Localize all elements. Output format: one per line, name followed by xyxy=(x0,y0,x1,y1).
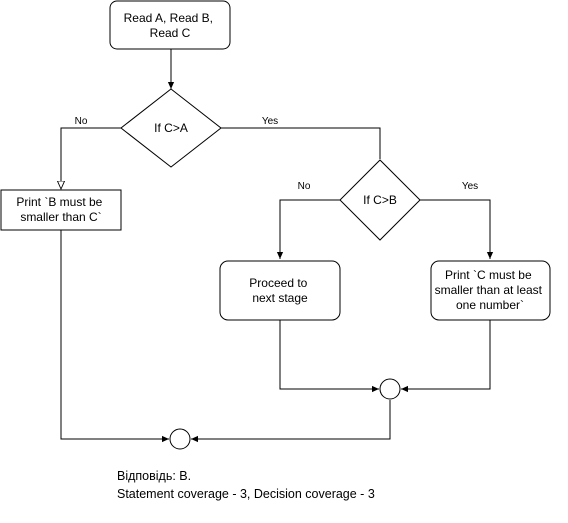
start-label-line-1: Read A, Read B, xyxy=(124,11,213,25)
proceed-label-line-1: Proceed to xyxy=(249,276,307,290)
print-b-box xyxy=(0,189,122,231)
proceed-label-line-2: next stage xyxy=(252,291,308,305)
print-b-label-line-2: smaller than C` xyxy=(20,210,101,224)
decision2-label: If C>B xyxy=(363,193,397,207)
edge-decision1-no xyxy=(61,127,121,189)
edge-decision2-yes xyxy=(420,199,494,259)
decision2-diamond xyxy=(339,159,421,241)
edge-decision2-no xyxy=(276,199,340,259)
edge-decision1-yes xyxy=(221,127,381,159)
print-c-label-line-2: smaller than at least xyxy=(435,283,543,297)
decision1-no-label: No xyxy=(75,116,88,127)
edge-printb-to-final xyxy=(60,230,169,443)
proceed-box xyxy=(219,260,341,321)
start-label: Read A, Read B, Read C xyxy=(124,11,217,40)
print-c-label-line-1: Print `C must be xyxy=(445,268,532,282)
merge-connector xyxy=(379,378,401,400)
print-b-label-line-1: Print `B must be xyxy=(16,195,102,209)
decision1-label-line-1: If C>A xyxy=(154,121,188,135)
edge-proceed-to-merge xyxy=(279,320,379,393)
edge-merge-to-final xyxy=(191,400,391,443)
edge-printc-to-merge xyxy=(401,320,491,393)
start-box xyxy=(109,0,231,50)
print-c-label-line-3: one number` xyxy=(456,298,524,312)
print-c-label: Print `C must be smaller than at least o… xyxy=(435,268,546,312)
decision2-no-label: No xyxy=(298,181,311,192)
print-c-box xyxy=(430,260,551,321)
coverage-line: Statement coverage - 3, Decision coverag… xyxy=(117,487,375,501)
decision1-yes-label: Yes xyxy=(262,116,278,127)
final-connector xyxy=(169,428,191,450)
decision1-diamond xyxy=(120,88,222,168)
decision1-label: If C>A xyxy=(154,121,188,135)
proceed-label: Proceed to next stage xyxy=(249,276,310,305)
decision2-label-line-1: If C>B xyxy=(363,193,397,207)
start-label-line-2: Read C xyxy=(150,26,191,40)
print-b-label: Print `B must be smaller than C` xyxy=(16,195,105,224)
decision2-yes-label: Yes xyxy=(462,181,478,192)
answer-line: Відповідь: B. xyxy=(117,469,192,483)
